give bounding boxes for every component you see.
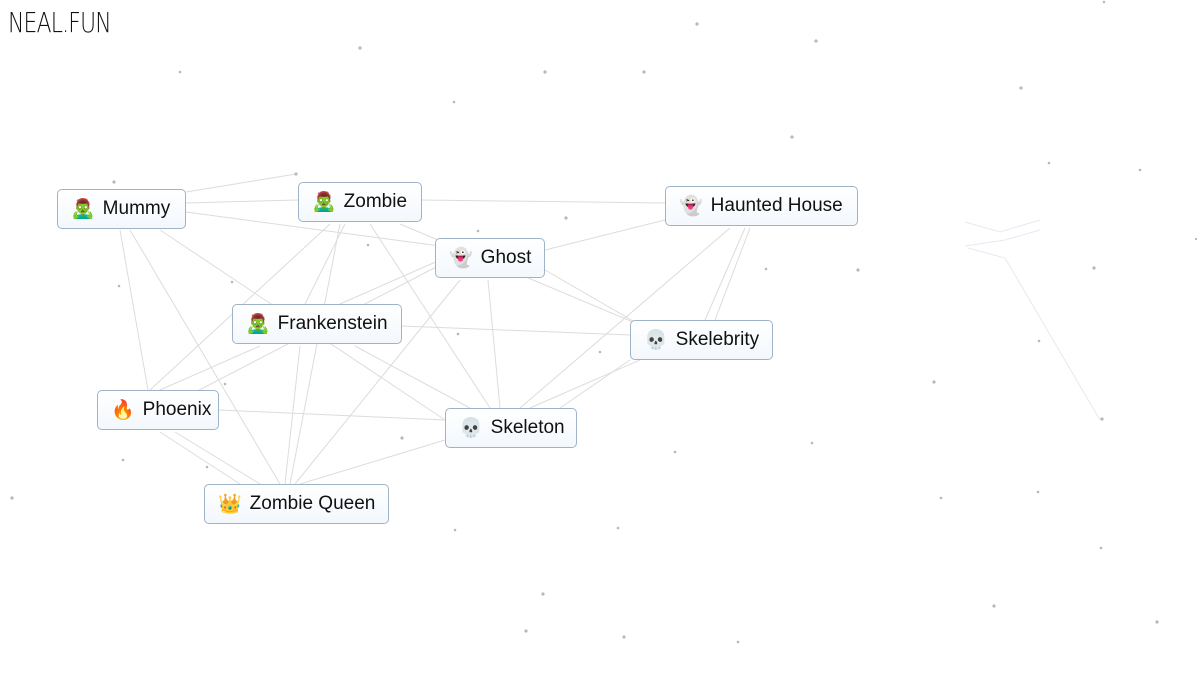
ghost-icon: 👻 [679, 194, 703, 217]
element-mummy[interactable]: 🧟‍♂️ Mummy [57, 189, 186, 229]
element-label: Skeleton [490, 417, 565, 438]
skull-icon: 💀 [644, 328, 668, 351]
element-ghost[interactable]: 👻 Ghost [435, 238, 545, 278]
element-label: Frankenstein [277, 313, 388, 334]
fire-icon: 🔥 [111, 398, 135, 421]
element-haunted-house[interactable]: 👻 Haunted House [665, 186, 858, 226]
element-zombie[interactable]: 🧟‍♂️ Zombie [298, 182, 422, 222]
zombie-icon: 🧟‍♂️ [71, 197, 95, 220]
element-label: Zombie [343, 191, 408, 212]
skull-icon: 💀 [459, 416, 483, 439]
element-label: Mummy [102, 198, 171, 219]
element-label: Ghost [480, 247, 532, 268]
zombie-icon: 🧟‍♂️ [246, 312, 270, 335]
element-frankenstein[interactable]: 🧟‍♂️ Frankenstein [232, 304, 402, 344]
site-logo[interactable]: NEAL.FUN [8, 6, 112, 39]
zombie-icon: 🧟‍♂️ [312, 190, 336, 213]
element-label: Haunted House [710, 195, 843, 216]
ghost-icon: 👻 [449, 246, 473, 269]
element-label: Zombie Queen [249, 493, 376, 514]
element-phoenix[interactable]: 🔥 Phoenix [97, 390, 219, 430]
element-skeleton[interactable]: 💀 Skeleton [445, 408, 577, 448]
crown-icon: 👑 [218, 492, 242, 515]
element-zombie-queen[interactable]: 👑 Zombie Queen [204, 484, 389, 524]
element-label: Phoenix [142, 399, 212, 420]
element-skelebrity[interactable]: 💀 Skelebrity [630, 320, 773, 360]
element-label: Skelebrity [675, 329, 760, 350]
